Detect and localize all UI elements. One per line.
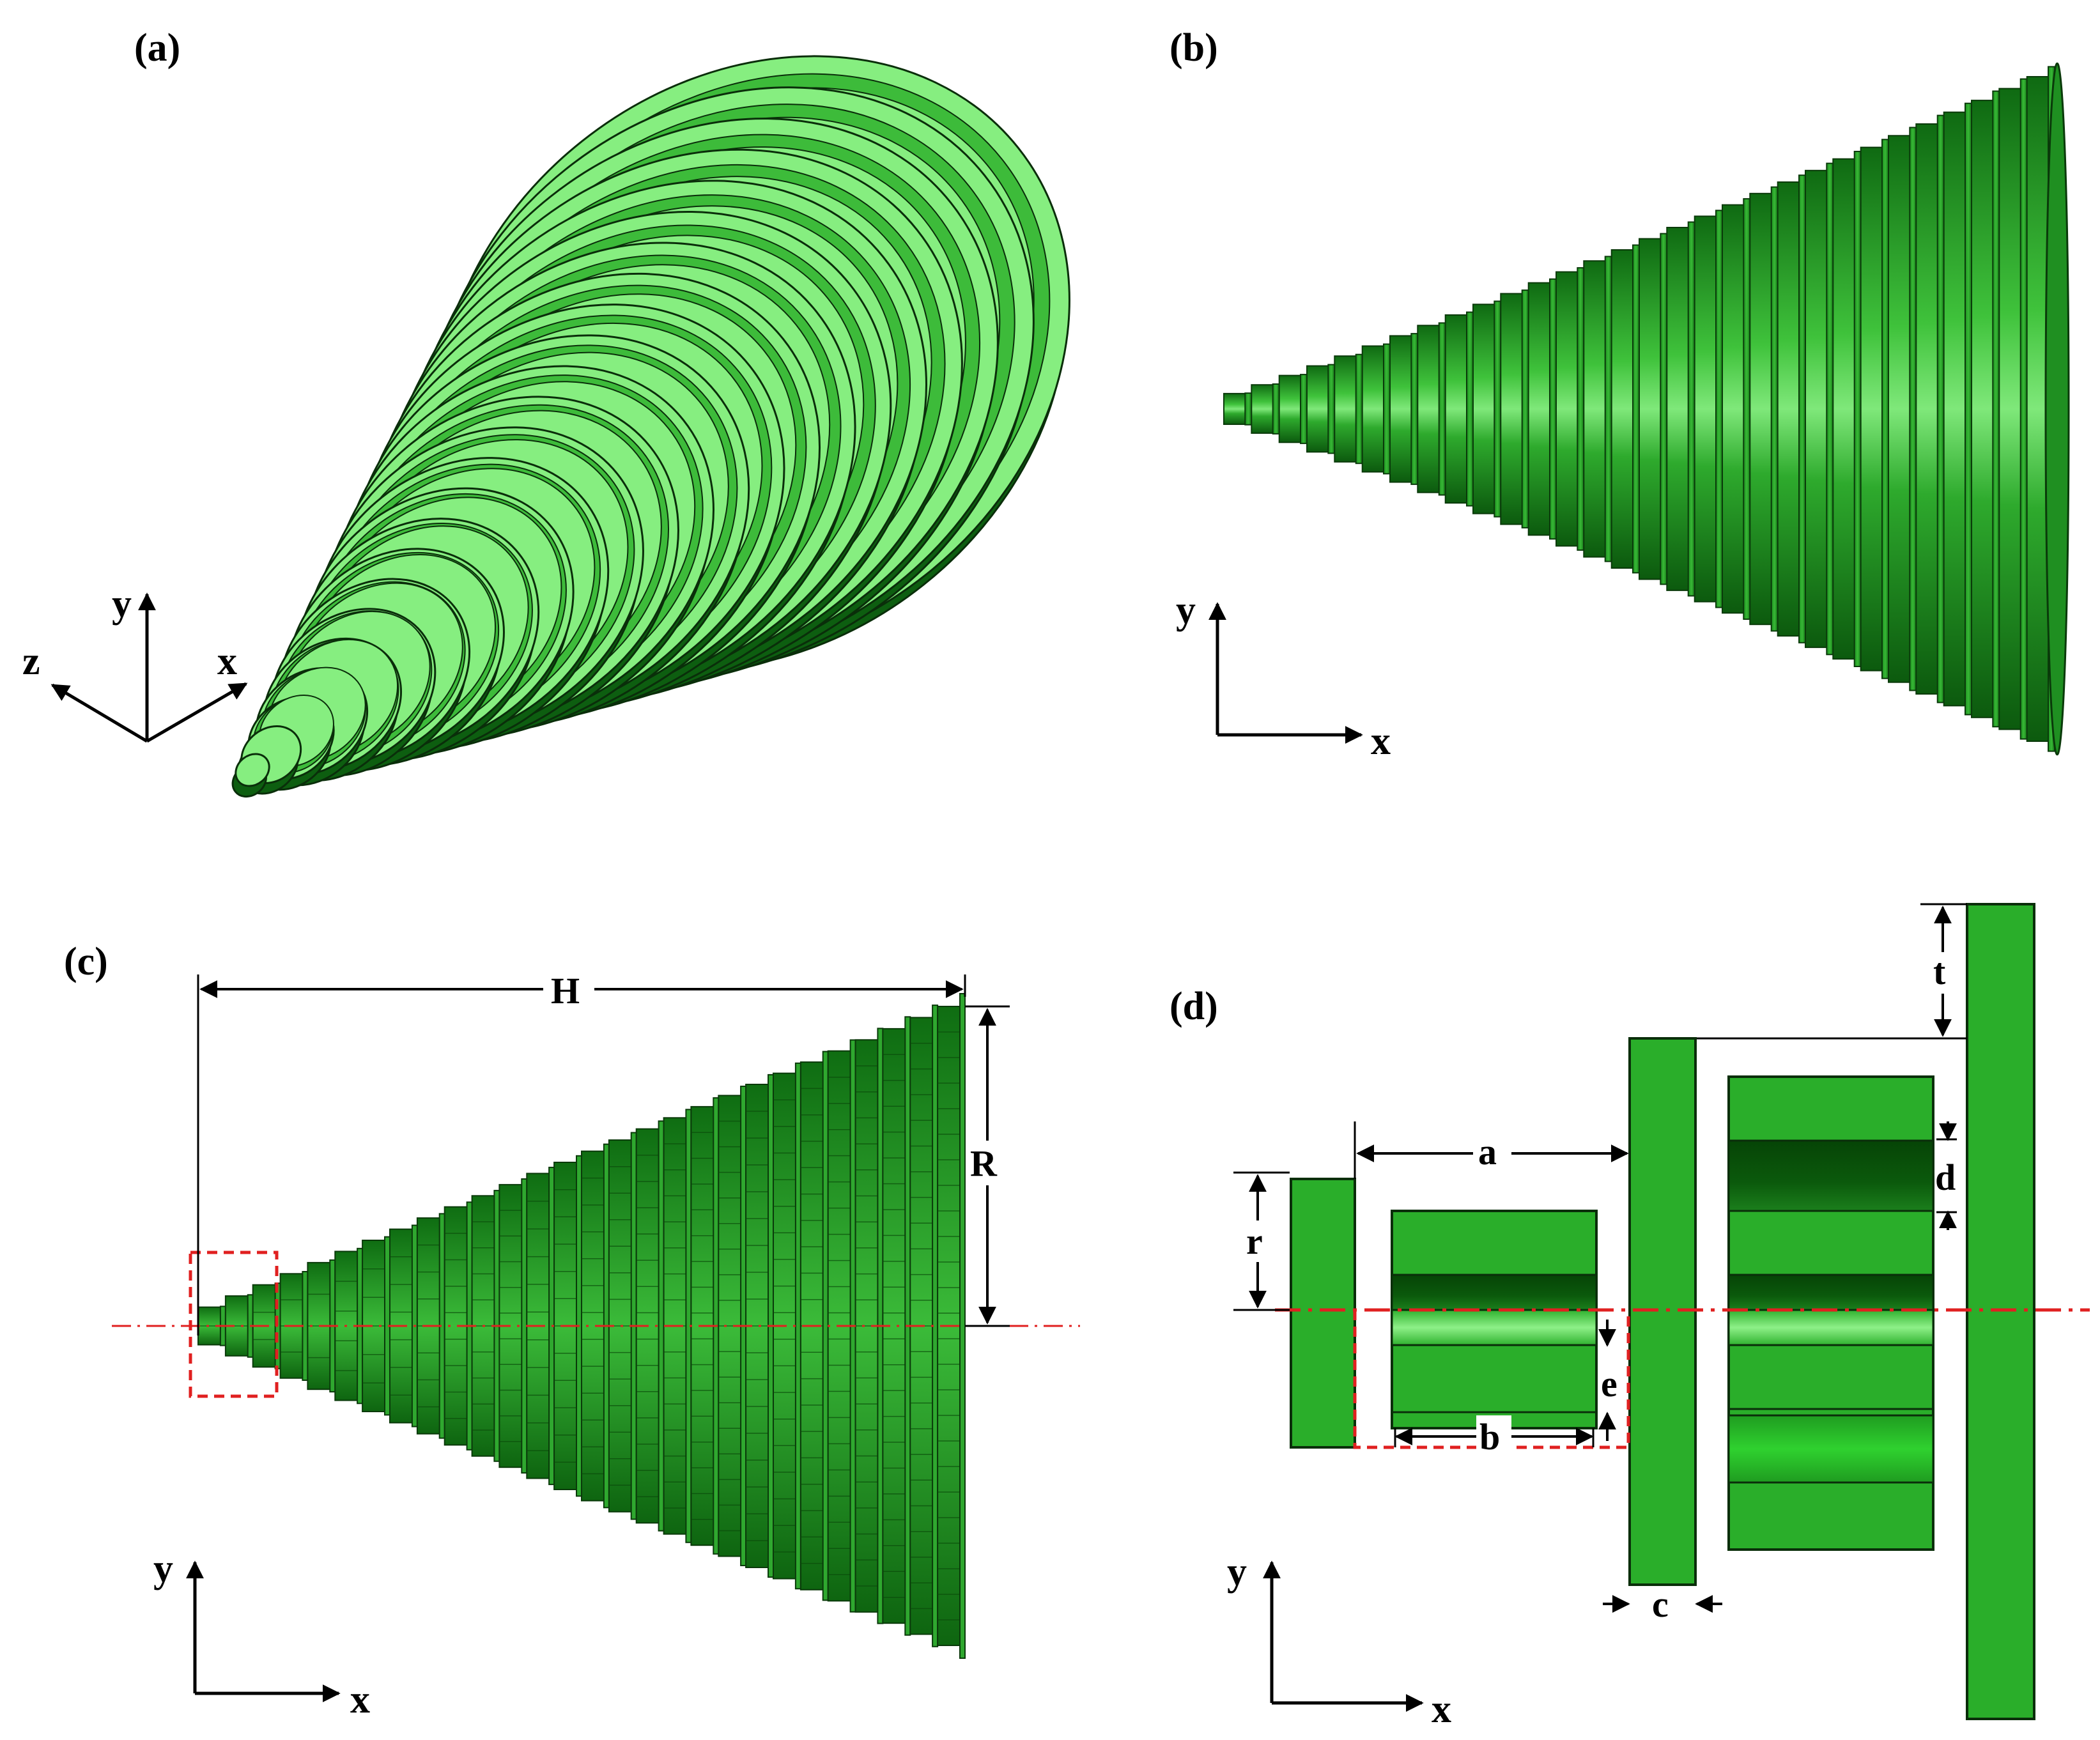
cone-step: [1472, 300, 1502, 518]
axis-b-x-label: x: [1371, 720, 1391, 763]
dimension-e: e: [1598, 1320, 1617, 1441]
dimension-r-outer: R: [965, 1005, 1010, 1327]
dimension-t: t: [1697, 903, 1967, 1040]
ring-disk: [231, 753, 270, 798]
panel-a: (a) y x z: [22, 26, 1070, 798]
dimension-r-step: r: [1233, 1171, 1290, 1311]
axes-d: y x: [1227, 1550, 1451, 1731]
axis-c-y-label: y: [153, 1547, 173, 1590]
panel-b: (b) y x: [1170, 26, 2070, 763]
panel-a-label: (a): [134, 26, 180, 70]
axis-d-y-label: y: [1227, 1550, 1247, 1594]
cone-step: [1583, 256, 1612, 562]
axes-a: y x z: [22, 582, 248, 743]
cone-step: [1306, 364, 1336, 454]
cone-step: [1361, 343, 1391, 475]
dim-a-label: a: [1478, 1131, 1497, 1173]
dim-r-outer-label: R: [970, 1143, 998, 1184]
cone-step: [1527, 278, 1557, 540]
cone-step: [1915, 114, 1945, 704]
dim-b-label: b: [1479, 1416, 1500, 1458]
axes-c: y x: [153, 1547, 370, 1721]
cone-step: [1722, 198, 1751, 620]
panel-b-label: (b): [1170, 26, 1218, 70]
dim-c-label: c: [1652, 1583, 1669, 1625]
cone-step: [1444, 311, 1474, 507]
cone-step: [1334, 353, 1363, 465]
large-cylinder: [1727, 1075, 1934, 1551]
dim-h-label: H: [551, 970, 580, 1012]
cone-step: [1694, 210, 1723, 608]
cone-step: [1888, 127, 1917, 691]
cone-step: [1749, 186, 1779, 632]
stepped-cone-side: [1223, 62, 2070, 756]
panel-c-label: (c): [64, 940, 108, 983]
axes-b: y x: [1176, 589, 1391, 763]
cone-step: [1639, 233, 1668, 585]
dim-t-label: t: [1933, 951, 1946, 992]
panel-d: (d) a: [1170, 903, 2090, 1731]
cone-step: [1998, 78, 2028, 740]
panel-c: (c) H R y x: [64, 940, 1080, 1721]
panel-d-label: (d): [1170, 985, 1218, 1028]
cone-step: [1860, 139, 1889, 679]
dimension-d: d: [1935, 1121, 1957, 1230]
cone-step: [1278, 374, 1308, 444]
cone-step: [1971, 90, 2000, 728]
cone-step: [1832, 151, 1862, 667]
detail-selection-box: [189, 1251, 279, 1398]
cone-step: [1777, 174, 1806, 643]
axis-d-x-label: x: [1432, 1688, 1451, 1731]
cone-step: [1666, 221, 1695, 597]
cone-base-face: [2044, 62, 2070, 756]
dim-r-label: r: [1246, 1220, 1263, 1262]
small-cylinder: [1391, 1210, 1598, 1429]
axis-b-y-label: y: [1176, 589, 1196, 632]
cone-step: [1417, 322, 1446, 496]
axis-a-z-label: z: [22, 640, 40, 683]
dimension-c: c: [1603, 1583, 1722, 1625]
cone-step: [1389, 333, 1419, 485]
cone-step: [1223, 392, 1253, 426]
dimension-b: b: [1394, 1415, 1594, 1458]
stacked-rings-3d: [231, 55, 1070, 798]
cone-step: [1610, 244, 1640, 574]
cone-step: [1943, 102, 1972, 716]
left-plate: [1290, 1178, 1356, 1449]
axis-c-x-label: x: [350, 1678, 370, 1721]
axis-a-x-label: x: [217, 640, 237, 683]
cone-step: [1805, 162, 1834, 656]
axis-a-y-label: y: [112, 582, 132, 626]
cone-step: [1500, 289, 1529, 528]
dim-d-label: d: [1935, 1157, 1956, 1198]
cone-step: [1556, 267, 1585, 551]
dim-e-label: e: [1601, 1363, 1617, 1405]
cone-step: [1251, 383, 1280, 435]
dimension-h: H: [197, 968, 966, 1336]
dimension-a: a: [1354, 1121, 1629, 1179]
